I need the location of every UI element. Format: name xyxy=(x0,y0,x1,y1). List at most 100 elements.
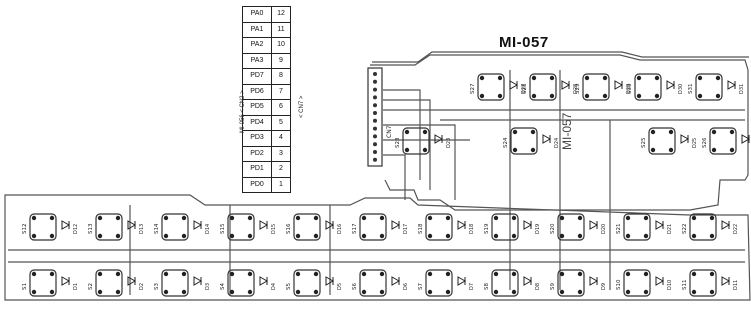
solder-pad xyxy=(493,215,499,221)
solder-pad xyxy=(181,215,187,221)
solder-pad xyxy=(511,233,517,239)
solder-pad xyxy=(512,147,518,153)
switch-pad xyxy=(161,269,189,297)
diode-label: D14 xyxy=(205,224,211,234)
switch-pad xyxy=(161,213,189,241)
trace-outline-lower xyxy=(4,194,751,301)
solder-pad xyxy=(668,129,674,135)
trace-connector-route-6 xyxy=(383,154,406,200)
solder-pad xyxy=(559,271,565,277)
solder-pad xyxy=(697,75,703,81)
diode-symbol xyxy=(61,276,71,286)
solder-pad xyxy=(115,271,121,277)
trace-outline-upper xyxy=(370,54,749,211)
board-marking: MI-057 xyxy=(560,112,574,150)
switch-pad xyxy=(227,213,255,241)
switch-label: S22 xyxy=(682,224,688,235)
connector-label: CN7 xyxy=(386,125,393,138)
solder-pad xyxy=(511,271,517,277)
pin-signal: PD3 xyxy=(242,130,272,147)
switch-pad xyxy=(29,213,57,241)
connector-cn7: CN7 xyxy=(367,67,393,167)
solder-pad xyxy=(668,147,674,153)
solder-pad xyxy=(247,233,253,239)
diode-label: D6 xyxy=(403,283,409,290)
solder-pad xyxy=(404,129,410,135)
connector-pin xyxy=(373,72,377,76)
switch-label: S5 xyxy=(286,283,292,290)
diode-symbol xyxy=(193,220,203,230)
switch-label: S15 xyxy=(220,223,226,234)
solder-pad xyxy=(49,233,55,239)
diode-label: D15 xyxy=(271,224,277,234)
diode-label: D23 xyxy=(446,138,452,148)
diode-label: D17 xyxy=(403,224,409,234)
solder-pad xyxy=(427,289,433,295)
solder-pad xyxy=(584,93,590,99)
switch-label: S28 xyxy=(522,83,528,94)
solder-pad xyxy=(427,271,433,277)
solder-pad xyxy=(379,215,385,221)
solder-pad xyxy=(650,147,656,153)
solder-pad xyxy=(247,271,253,277)
solder-pad xyxy=(493,271,499,277)
switch-label: S7 xyxy=(418,283,424,290)
diode-symbol xyxy=(61,220,71,230)
solder-pad xyxy=(531,93,537,99)
solder-pad xyxy=(729,147,735,153)
switch-pad xyxy=(557,213,585,241)
diode-symbol xyxy=(325,276,335,286)
switch-label: S11 xyxy=(682,280,688,291)
switch-label: S17 xyxy=(352,223,358,234)
solder-pad xyxy=(715,75,721,81)
switch-pad xyxy=(359,213,387,241)
solder-pad xyxy=(625,233,631,239)
solder-pad xyxy=(313,271,319,277)
connector-pin xyxy=(373,79,377,84)
diode-symbol xyxy=(434,134,444,144)
solder-pad xyxy=(247,215,253,221)
connector-pin xyxy=(373,111,377,115)
switch-label: S26 xyxy=(702,137,708,148)
solder-pad xyxy=(163,233,169,239)
solder-pad xyxy=(115,289,121,295)
diode-symbol xyxy=(741,134,751,144)
solder-pad xyxy=(654,93,660,99)
diode-label: D3 xyxy=(205,283,211,290)
solder-pad xyxy=(577,289,583,295)
solder-pad xyxy=(427,215,433,221)
diode-symbol xyxy=(391,276,401,286)
solder-pad xyxy=(445,289,451,295)
connector-pin xyxy=(373,87,377,92)
solder-pad xyxy=(295,289,301,295)
diode-symbol xyxy=(127,220,137,230)
diode-symbol xyxy=(259,220,269,230)
solder-pad xyxy=(549,75,555,81)
diode-label: D20 xyxy=(601,224,607,234)
solder-pad xyxy=(643,215,649,221)
solder-pad xyxy=(229,215,235,221)
solder-pad xyxy=(531,75,537,81)
diode-symbol xyxy=(457,276,467,286)
solder-pad xyxy=(709,289,715,295)
pin-number: 1 xyxy=(271,176,291,193)
diode-label: D19 xyxy=(535,224,541,234)
connector-pin xyxy=(373,95,377,100)
solder-pad xyxy=(115,215,121,221)
diode-symbol xyxy=(721,220,731,230)
solder-pad xyxy=(530,147,536,153)
diode-symbol xyxy=(509,80,519,90)
solder-pad xyxy=(229,289,235,295)
